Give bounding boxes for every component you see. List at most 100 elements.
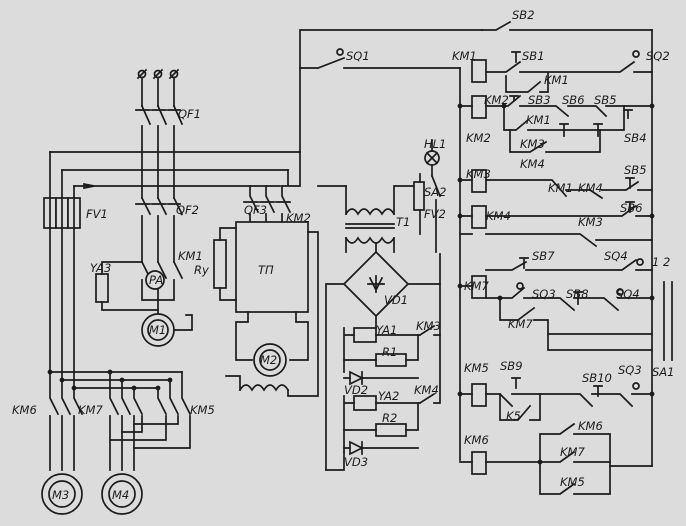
label-sb3: SB3 [528,93,551,107]
power-section [41,68,319,515]
coil-km3 [471,169,487,193]
label-ya1: YA1 [376,323,397,337]
label-km4-contact-1: KM4 [520,157,545,171]
coil-ya2 [343,283,441,453]
sq1-switch [299,48,461,70]
label-t1: T1 [396,215,410,229]
label-fv1: FV1 [86,207,108,221]
label-km1-coil: KM1 [452,49,477,63]
motor-m1 [141,313,193,347]
label-r1: R1 [382,345,397,359]
label-km2-contact-2: KM2 [286,211,311,225]
label-km4-contact-3: KM4 [414,383,439,397]
converter-tp [235,221,309,313]
motor-m4 [101,473,143,515]
ladder-dots [457,103,655,465]
label-km1-contact-3: KM1 [548,181,573,195]
rectifier-vd1 [325,243,441,471]
label-km4-coil: KM4 [486,209,511,223]
label-r2: R2 [382,411,397,425]
label-sb9: SB9 [500,359,523,373]
label-km6-coil: KM6 [464,433,489,447]
label-sq4-b: SQ4 [616,287,640,301]
label-qf2: QF2 [176,203,199,217]
label-pa: PA [149,273,163,287]
control-supply [299,29,483,471]
label-sq3-b: SQ3 [618,363,642,377]
label-km5-contact-1: KM5 [190,403,215,417]
sq3-head [516,282,524,290]
motor-m2 [253,343,287,377]
fuses-fv1 [43,197,81,229]
label-km5-coil: KM5 [464,361,489,375]
label-fv2: FV2 [424,207,446,221]
label-km6-contact-1: KM6 [12,403,37,417]
label-sb5-b: SB5 [624,163,647,177]
label-km7-coil: KM7 [464,279,489,293]
label-m1: M1 [149,323,166,337]
motor-m3 [41,473,83,515]
label-km1-contact-1: KM1 [544,73,569,87]
coil-km1 [471,59,487,83]
sq4b-head [616,288,624,296]
label-km3-coil: KM3 [466,167,491,181]
label-km7-contact-1: KM7 [508,317,533,331]
label-ya2: YA2 [378,389,399,403]
label-vd2: VD2 [344,383,368,397]
resistor-r2 [375,423,407,437]
label-qf3: QF3 [244,203,267,217]
brake-coil-ya3 [95,261,159,311]
label-sa2: SA2 [424,185,446,199]
label-sq2: SQ2 [646,49,670,63]
label-n12: 1 2 [652,255,670,269]
label-ya3: YA3 [90,261,111,275]
coil-km7 [471,275,487,299]
label-sb8: SB8 [566,287,589,301]
label-ry: Ry [194,263,209,277]
field-winding [225,231,319,397]
label-hl1: HL1 [424,137,446,151]
label-km1-contact-2: KM1 [526,113,551,127]
ammeter-pa [145,270,165,290]
label-qf1: QF1 [178,107,201,121]
label-sb1: SB1 [522,49,545,63]
supply-terminals [136,68,180,80]
label-km3-contact-1: KM3 [520,137,545,151]
label-sq4-a: SQ4 [604,249,628,263]
label-km3-contact-2: KM3 [578,215,603,229]
lamp-hl1 [424,139,440,177]
label-sb2: SB2 [512,8,535,22]
label-m4: M4 [112,488,129,502]
label-km2-contact-1: KM2 [466,131,491,145]
label-k5: K5 [506,409,521,423]
component-labels: SB2 SQ1 KM1 SB1 KM1 SQ2 QF1 KM2 SB3 SB6 … [12,8,674,502]
sq3b-head [632,382,640,390]
label-km5-contact-2: KM5 [560,475,585,489]
label-vd3: VD3 [344,455,368,469]
label-km6-contact-2: KM6 [578,419,603,433]
label-vd1: VD1 [384,293,408,307]
label-sa1: SA1 [652,365,674,379]
label-sq1: SQ1 [346,49,370,63]
label-sq3-a: SQ3 [532,287,556,301]
coil-km2 [471,95,487,119]
label-km7-contact-2: KM7 [78,403,103,417]
label-sb5-a: SB5 [594,93,617,107]
label-km1-contact-4: KM1 [178,249,203,263]
qf2-breaker [135,196,184,263]
label-sb4: SB4 [624,131,647,145]
label-sb7: SB7 [532,249,555,263]
label-sb6-b: SB6 [620,201,643,215]
label-m3: M3 [52,488,69,502]
label-km3-contact-3: KM3 [416,319,441,333]
fuse-fv2 [413,181,425,211]
transformer-t1 [344,185,421,253]
coil-km4 [471,205,487,229]
label-sb10: SB10 [582,371,612,385]
label-km7-contact-3: KM7 [560,445,585,459]
label-km4-contact-2: KM4 [578,181,603,195]
coil-km5 [471,383,487,407]
coil-ya1 [343,324,441,373]
qf1-breaker [135,104,184,199]
